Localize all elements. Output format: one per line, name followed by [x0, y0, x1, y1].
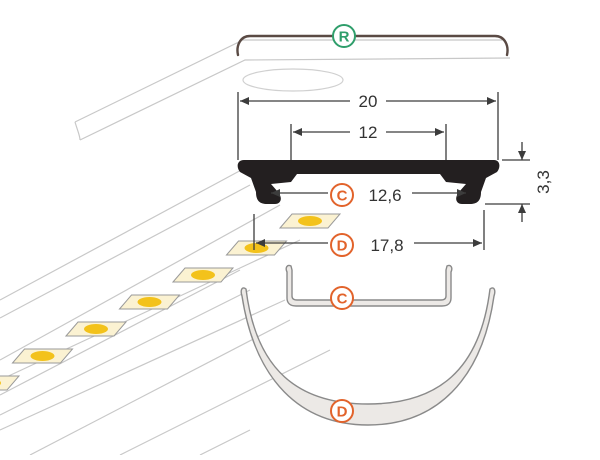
ghost-cover-lip	[74, 121, 81, 141]
badge-r	[332, 24, 356, 48]
badge-c-diffuser	[330, 286, 354, 310]
led-chip-pad	[0, 375, 21, 391]
ghost-line-6	[29, 319, 291, 456]
dim-c-arrow-right	[457, 189, 466, 197]
ghost-line-5	[0, 299, 286, 431]
dim-3-3-label: 3,3	[534, 170, 553, 194]
led-chip-emitter	[0, 381, 1, 385]
dimension-height	[485, 142, 530, 222]
dimension-c-width	[271, 189, 466, 197]
badge-c-dim	[330, 183, 354, 207]
ghost-line-8	[199, 429, 251, 456]
badge-c-diffuser-label: C	[337, 291, 348, 308]
cover-r-shadow	[242, 68, 344, 92]
dimension-inner-width	[290, 124, 447, 160]
profile-cross-section	[237, 160, 500, 204]
dim-d-arrow-right	[473, 239, 482, 247]
ghost-cover-edge-2	[79, 57, 511, 141]
dim-20-arrow-left	[240, 97, 249, 105]
led-chip-emitter	[137, 297, 162, 307]
diffuser-c	[285, 264, 453, 307]
badge-r-label: R	[339, 29, 350, 46]
dim-20-arrow-right	[487, 97, 496, 105]
dim-d-arrow-left	[256, 239, 265, 247]
dim-12-label: 12	[359, 123, 378, 142]
badge-d-dim-label: D	[337, 238, 348, 255]
led-chip-emitter	[298, 216, 322, 226]
dim-d-label: 17,8	[370, 236, 403, 255]
badge-d-dim	[330, 233, 354, 257]
ghost-line-10	[0, 289, 251, 416]
badge-d-diffuser	[330, 399, 354, 423]
led-chip-emitter	[191, 270, 215, 280]
dim-12-arrow-left	[293, 128, 302, 136]
ghost-cover-edge	[74, 39, 505, 123]
diffuser-d	[240, 287, 496, 426]
ghost-line-9	[0, 269, 241, 396]
ghost-line-2	[0, 184, 251, 319]
led-chip-emitter	[30, 351, 55, 361]
dim-20-label: 20	[359, 92, 378, 111]
dim-3-3-arrow-top	[518, 151, 526, 160]
badge-c-dim-label: C	[337, 188, 348, 205]
badge-d-diffuser-label: D	[337, 404, 348, 421]
dim-12-arrow-right	[435, 128, 444, 136]
ghost-line-7	[119, 349, 331, 456]
dimension-d-width	[253, 210, 485, 250]
dimension-total-width	[237, 92, 499, 160]
led-chip-emitter	[84, 324, 108, 334]
dim-c-label: 12,6	[368, 186, 401, 205]
led-strip	[0, 213, 342, 391]
cover-r-outline	[236, 34, 509, 57]
cover-r: R	[236, 24, 509, 92]
dim-3-3-arrow-bottom	[518, 204, 526, 213]
ghost-line-3	[0, 204, 281, 361]
ghost-line-1	[0, 167, 246, 301]
dim-c-arrow-left	[271, 189, 280, 197]
